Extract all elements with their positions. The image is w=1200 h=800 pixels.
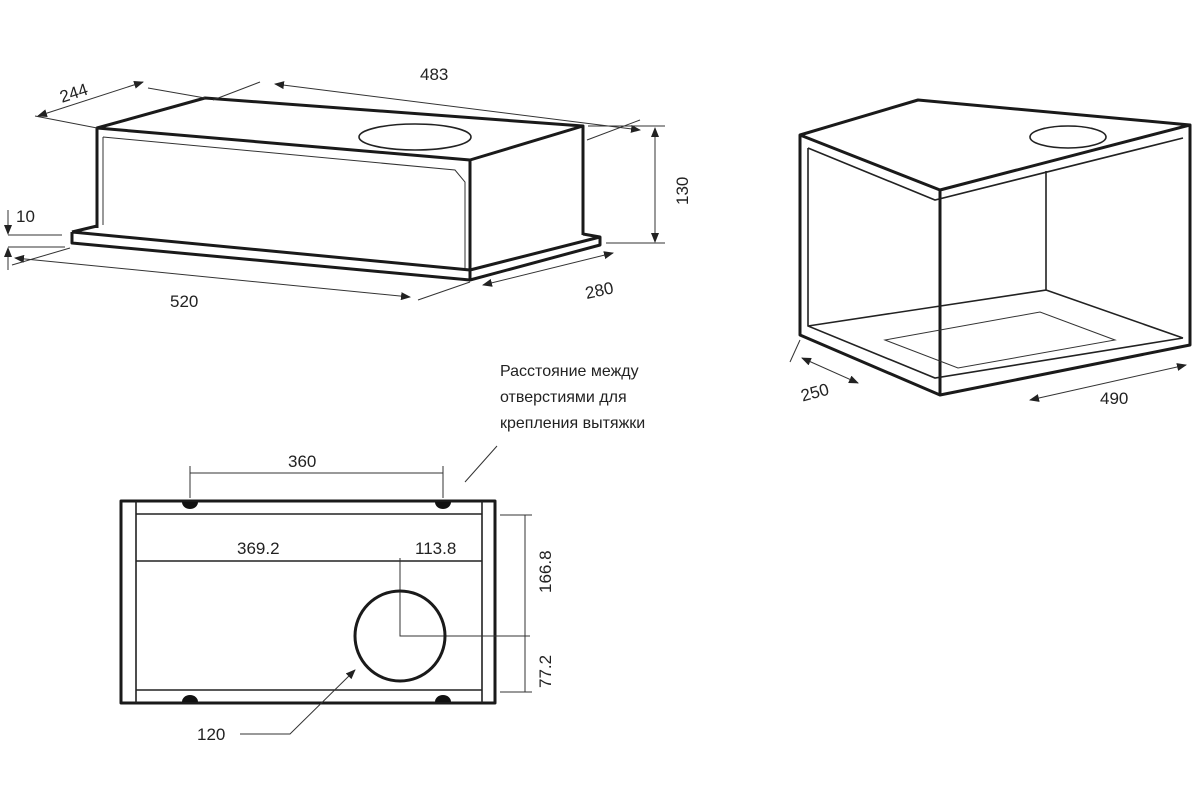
dim-label-120: 120 [197, 725, 225, 744]
dim-label-130: 130 [673, 177, 692, 205]
cabinet-inner-frame [807, 137, 1184, 379]
dim-line-250 [801, 357, 859, 384]
mount-hole [435, 695, 451, 702]
dim-label-483: 483 [420, 65, 448, 84]
dim-label-280: 280 [583, 278, 615, 302]
hood-top-face [95, 96, 585, 162]
note-line-3: крепления вытяжки [500, 415, 645, 432]
cabinet-duct-opening [1029, 125, 1107, 149]
top-view-inner-lines [135, 501, 483, 703]
note-line-2: отверстиями для [500, 389, 627, 406]
note-line-1: Расстояние между [500, 363, 639, 380]
dim-line-244 [37, 80, 144, 118]
dim-line-490 [1029, 363, 1187, 402]
dim-label-360: 360 [288, 452, 316, 471]
center-lines [399, 558, 530, 637]
mount-hole [182, 502, 198, 509]
dim-label-520: 520 [170, 292, 198, 311]
mounting-holes [182, 502, 451, 702]
mount-hole [435, 502, 451, 509]
dim-line-520 [14, 254, 411, 301]
dim-label-113-8: 113.8 [415, 539, 456, 558]
hood-front-bevel [102, 136, 466, 268]
dim-line-vertical [500, 514, 532, 693]
hood-duct-opening [358, 123, 472, 151]
hood-front-face [95, 128, 472, 272]
dim-label-77-2: 77.2 [536, 655, 555, 688]
dim-line-360 [189, 466, 444, 498]
mount-hole [182, 695, 198, 702]
leader-120 [240, 669, 356, 735]
top-view: 360 369.2 113.8 166.8 77.2 120 Расстояни… [119, 363, 645, 744]
dim-line-280 [482, 251, 614, 287]
hood-isometric: 244 483 130 10 520 280 [3, 65, 692, 311]
top-view-outline [119, 499, 497, 705]
dim-label-10: 10 [16, 207, 35, 226]
dim-label-490: 490 [1100, 389, 1128, 408]
dim-label-166-8: 166.8 [536, 550, 555, 593]
cabinet-bottom-cutout [883, 311, 1117, 369]
dim-line-483 [274, 81, 641, 133]
dim-label-244: 244 [57, 80, 90, 107]
dim-label-250: 250 [799, 380, 831, 406]
dim-label-369-2: 369.2 [237, 539, 280, 558]
note-leader [464, 445, 498, 483]
duct-circle [353, 589, 447, 683]
cabinet-outline [798, 98, 1192, 397]
cabinet-isometric: 250 490 [789, 98, 1192, 408]
